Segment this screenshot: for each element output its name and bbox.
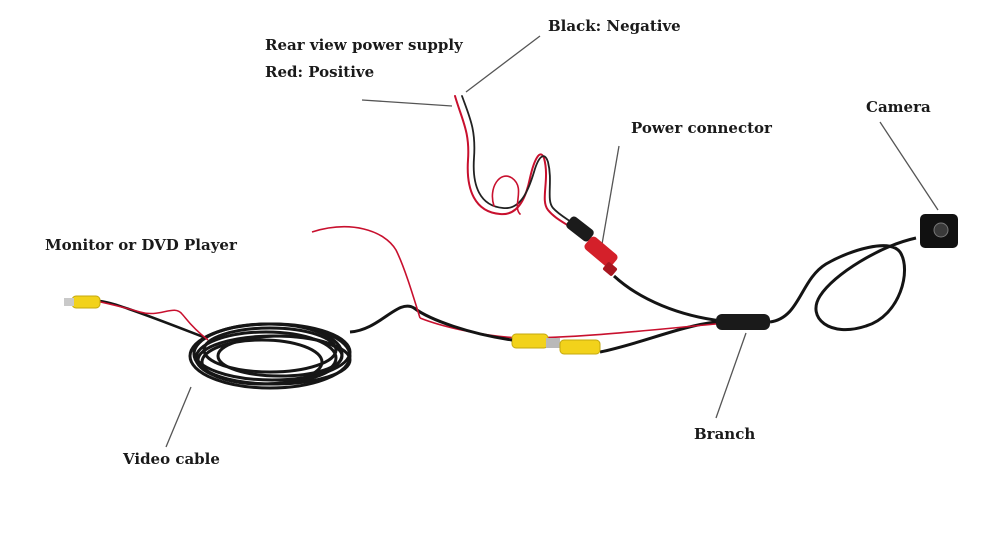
rca-collar: [546, 338, 560, 348]
monitor-rca-body: [71, 295, 101, 309]
label-video-cable: Video cable: [123, 450, 220, 468]
label-black-negative: Black: Negative: [548, 17, 681, 35]
pointer-red-positive: [361, 99, 453, 107]
rca-to-coil-cable: [349, 304, 513, 342]
coil-loop-7: [200, 338, 324, 386]
power-wire-red-loop: [491, 175, 521, 215]
label-red-positive: Red: Positive: [265, 63, 375, 81]
coil-loop-3: [192, 322, 352, 382]
pointer-black-negative: [465, 35, 541, 93]
coil-loop-6: [202, 326, 338, 374]
pointer-camera: [879, 121, 939, 211]
trigger-wire-red: [419, 317, 717, 339]
rca-male: [559, 339, 601, 355]
rca-female: [511, 333, 549, 349]
camera-cable: [769, 236, 917, 332]
monitor-rca-plug: [64, 295, 101, 309]
monitor-red-wire: [91, 299, 209, 341]
label-branch: Branch: [694, 425, 756, 443]
branch-body: [716, 314, 770, 330]
camera-lens: [933, 222, 949, 238]
power-connector-red-part: [584, 236, 618, 268]
power-wires: [454, 95, 583, 235]
pointer-video-cable: [165, 386, 192, 448]
label-power-connector: Power connector: [631, 119, 772, 137]
coil-to-monitor-cable: [87, 298, 207, 340]
power-wire-black: [461, 95, 583, 231]
pointer-branch: [715, 332, 747, 419]
rca-connectors: [511, 333, 601, 355]
power-connector: [566, 216, 618, 276]
video-cable-coil: [188, 322, 352, 390]
loose-red-wire: [311, 226, 421, 319]
pointer-power-connector: [600, 145, 620, 251]
power-cable-to-branch: [612, 274, 723, 323]
power-connector-red-tip: [603, 262, 617, 276]
pointer-lines: [165, 35, 939, 448]
label-monitor-dvd: Monitor or DVD Player: [45, 236, 237, 254]
monitor-rca-tip: [64, 298, 74, 306]
camera-unit: [920, 214, 958, 248]
branch-to-rca-cable: [599, 320, 717, 354]
power-wire-red: [454, 95, 581, 235]
label-camera: Camera: [866, 98, 931, 116]
coil-loop-8: [216, 334, 344, 378]
power-connector-black-part: [566, 216, 594, 242]
label-rear-view-power-supply: Rear view power supply: [265, 36, 463, 54]
branch-junction: [716, 314, 770, 330]
